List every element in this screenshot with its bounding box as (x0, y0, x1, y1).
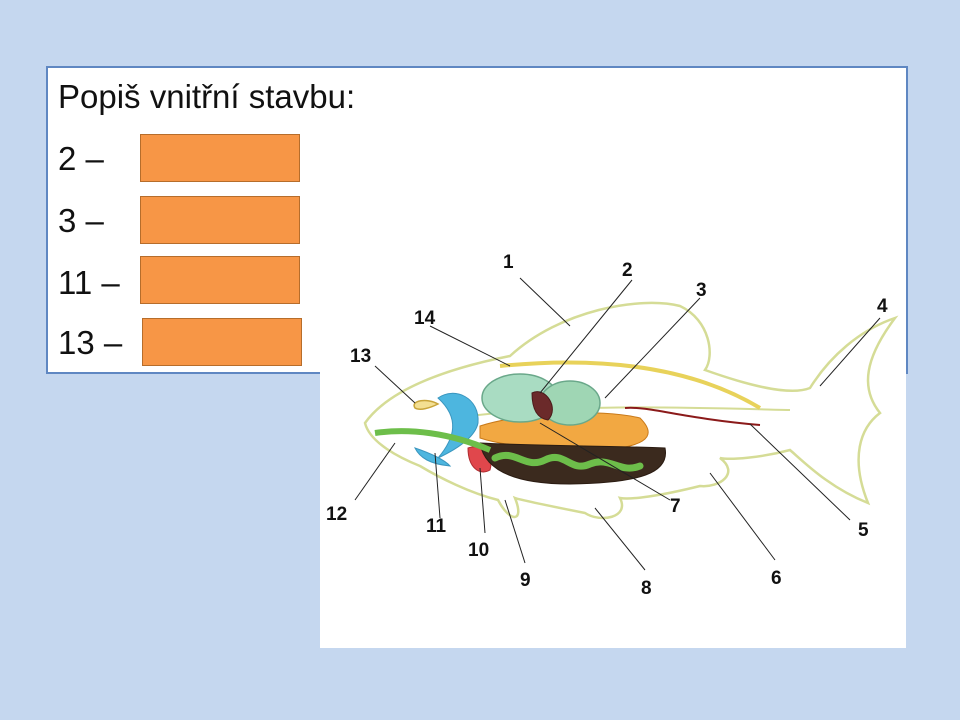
esophagus (374, 428, 492, 453)
row-label-11: 11 – (58, 264, 120, 301)
row-label-3: 3 – (58, 202, 104, 239)
task-heading: Popiš vnitřní stavbu: (58, 78, 356, 115)
label-10: 10 (468, 540, 489, 561)
label-13: 13 (350, 346, 371, 367)
label-5: 5 (858, 520, 869, 541)
label-8: 8 (641, 578, 652, 599)
answer-box-13[interactable] (142, 318, 302, 366)
row-label-13: 13 – (58, 324, 123, 361)
intestine (491, 451, 644, 472)
label-9: 9 (520, 570, 531, 591)
label-4: 4 (877, 296, 888, 317)
answer-box-11[interactable] (140, 256, 300, 304)
fish-anatomy-diagram: 1 2 3 4 5 6 7 8 9 10 11 12 13 14 (320, 238, 906, 648)
label-1: 1 (503, 252, 514, 273)
label-2: 2 (622, 260, 633, 281)
label-14: 14 (414, 308, 436, 329)
fish-body-outline (363, 301, 899, 520)
label-7: 7 (670, 496, 681, 517)
fish-diagram-svg: 1 2 3 4 5 6 7 8 9 10 11 12 13 14 (326, 252, 899, 599)
kidney (624, 406, 761, 426)
label-3: 3 (696, 280, 707, 301)
stomach-dark (531, 391, 553, 421)
row-label-2: 2 – (58, 140, 104, 177)
label-11: 11 (426, 516, 447, 537)
label-6: 6 (771, 568, 782, 589)
brain (413, 399, 440, 410)
answer-box-3[interactable] (140, 196, 300, 244)
leader-lines (354, 277, 881, 571)
answer-box-2[interactable] (140, 134, 300, 182)
spine (499, 360, 762, 410)
gills-lower (414, 447, 452, 467)
label-12: 12 (326, 504, 347, 525)
